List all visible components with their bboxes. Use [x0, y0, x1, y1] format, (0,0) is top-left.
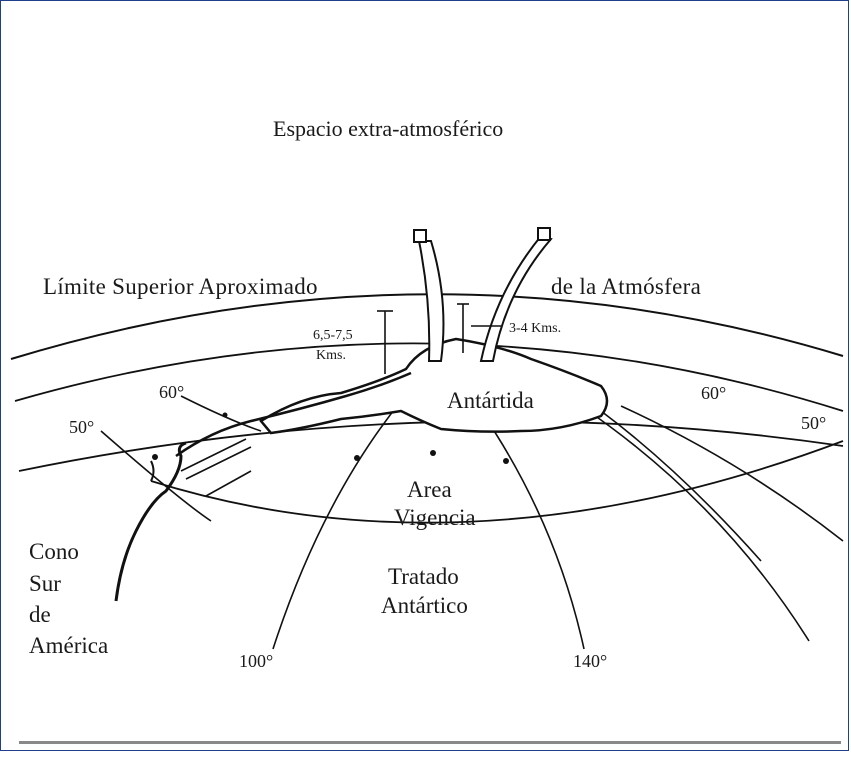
lon-140-label: 140° — [573, 651, 607, 671]
south-america-coast — [114, 441, 187, 602]
height-left-label-2: Kms. — [316, 348, 346, 363]
limit-label-right: de la Atmósfera — [551, 274, 701, 299]
marker-dot-4 — [222, 412, 228, 418]
meridian-left-2 — [180, 395, 262, 432]
latitude-arc-inner — [18, 420, 844, 472]
meridian-right-3 — [620, 405, 844, 542]
marker-dot-2 — [430, 450, 436, 456]
space-label: Espacio extra-atmosférico — [273, 116, 503, 141]
marker-dot-1 — [354, 455, 360, 461]
airspace-column-right — [479, 234, 553, 362]
arrow-3 — [205, 470, 252, 497]
meridian-right-2 — [600, 410, 762, 562]
lat-50-left-label: 50° — [69, 417, 94, 437]
arrow-2 — [185, 446, 252, 480]
lat-50-right-label: 50° — [801, 413, 826, 433]
treaty-label-2: Antártico — [381, 593, 468, 618]
cone-label-2: Sur — [29, 571, 61, 596]
satellite-right — [537, 227, 551, 241]
marker-dot-3 — [503, 458, 509, 464]
south-america-coast-inner — [150, 460, 155, 482]
antarctica-landmass — [259, 337, 609, 435]
height-right-label: 3-4 Kms. — [509, 321, 561, 336]
bottom-divider — [19, 741, 841, 744]
meridian-right-1 — [580, 405, 810, 642]
island-dot — [152, 454, 158, 460]
satellite-left — [413, 229, 427, 243]
antarctic-peninsula — [175, 371, 412, 458]
lat-60-left-label: 60° — [159, 382, 184, 402]
cone-label-1: Cono — [29, 539, 79, 564]
height-left-label-1: 6,5-7,5 — [313, 328, 353, 343]
airspace-column-left — [417, 240, 445, 362]
latitude-arc-50 — [150, 440, 844, 524]
lon-100-label: 100° — [239, 651, 273, 671]
treaty-label-1: Tratado — [388, 564, 459, 589]
limit-label-left: Límite Superior Aproximado — [43, 274, 318, 299]
area-label-1: Area — [407, 477, 452, 502]
meridian-100 — [272, 400, 402, 650]
antarctica-label: Antártida — [447, 388, 534, 413]
area-label-2: Vigencia — [394, 505, 476, 530]
cone-label-4: América — [29, 633, 108, 658]
meridian-140 — [480, 410, 585, 650]
arrow-1 — [180, 438, 247, 472]
lat-60-right-label: 60° — [701, 383, 726, 403]
cone-label-3: de — [29, 602, 51, 627]
